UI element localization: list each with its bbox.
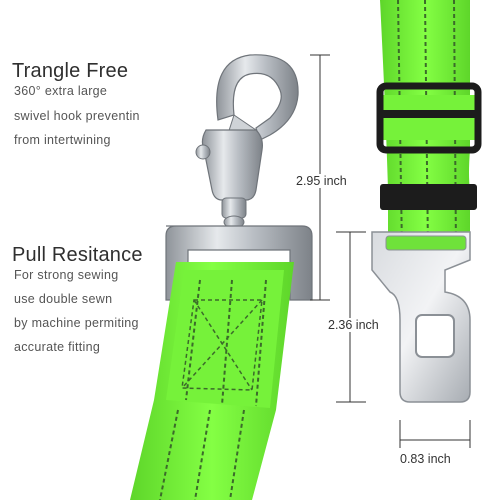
feature-text-line: 360° extra large xyxy=(14,84,108,98)
dimension-buckle-width xyxy=(399,420,471,448)
feature-text-line: accurate fitting xyxy=(14,340,101,354)
feature-text-line: from intertwining xyxy=(14,133,111,147)
feature-title-tangle-free: Trangle Free xyxy=(12,60,129,82)
feature-text-line: use double sewn xyxy=(14,292,113,306)
retaining-loop xyxy=(380,184,477,210)
right-strap xyxy=(378,0,478,251)
snap-hook xyxy=(165,54,313,301)
feature-text-line: by machine permiting xyxy=(14,316,139,330)
feature-text-line: For strong sewing xyxy=(14,268,119,282)
dimension-label-buckle-width: 0.83 inch xyxy=(398,452,453,466)
dimension-label-hook: 2.95 inch xyxy=(294,174,349,188)
feature-text-line: swivel hook preventin xyxy=(14,109,140,123)
seatbelt-buckle-plate xyxy=(371,231,471,403)
dimension-label-buckle-length: 2.36 inch xyxy=(326,318,381,332)
feature-title-pull-resistance: Pull Resitance xyxy=(12,244,143,266)
left-strap xyxy=(130,262,294,500)
adjuster-slider xyxy=(376,82,482,154)
dimension-buckle-length xyxy=(336,231,366,403)
